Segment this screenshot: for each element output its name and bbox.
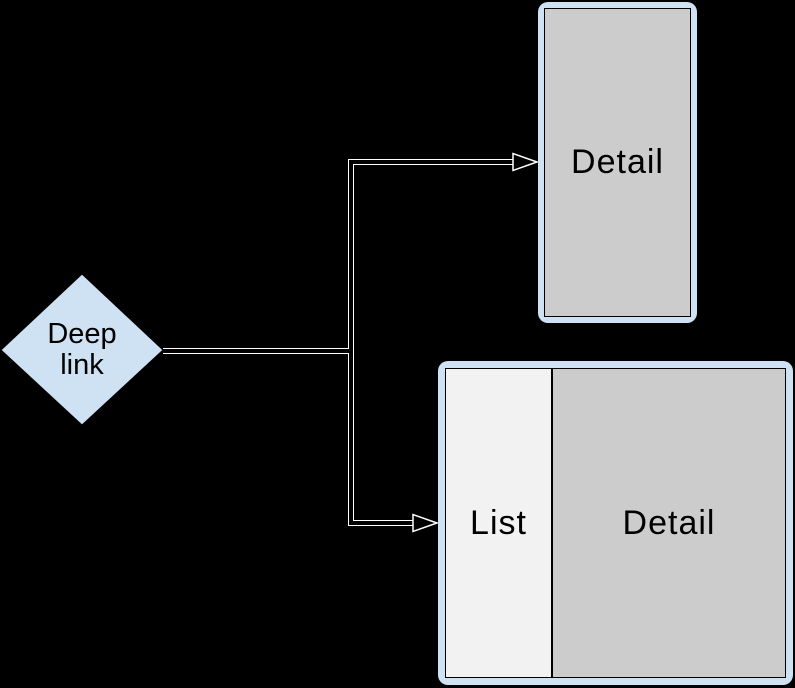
connector-branch-core xyxy=(349,160,514,525)
detail-screen-frame: Detail xyxy=(538,2,697,323)
detail-split-pane: Detail xyxy=(553,369,785,677)
list-pane-label: List xyxy=(470,503,527,542)
list-detail-screen-frame: List Detail xyxy=(438,361,793,685)
detail-screen: Detail xyxy=(544,8,691,317)
deep-link-diamond xyxy=(0,273,164,426)
detail-pane: Detail xyxy=(545,9,690,316)
arrowhead-bottom-icon xyxy=(412,513,440,533)
detail-pane-label: Detail xyxy=(571,143,664,181)
list-detail-screen: List Detail xyxy=(445,368,786,678)
arrowhead-top-icon xyxy=(512,152,540,172)
deep-link-label: Deep link xyxy=(47,318,117,381)
detail-split-pane-label: Detail xyxy=(622,503,716,542)
list-pane: List xyxy=(446,369,553,677)
